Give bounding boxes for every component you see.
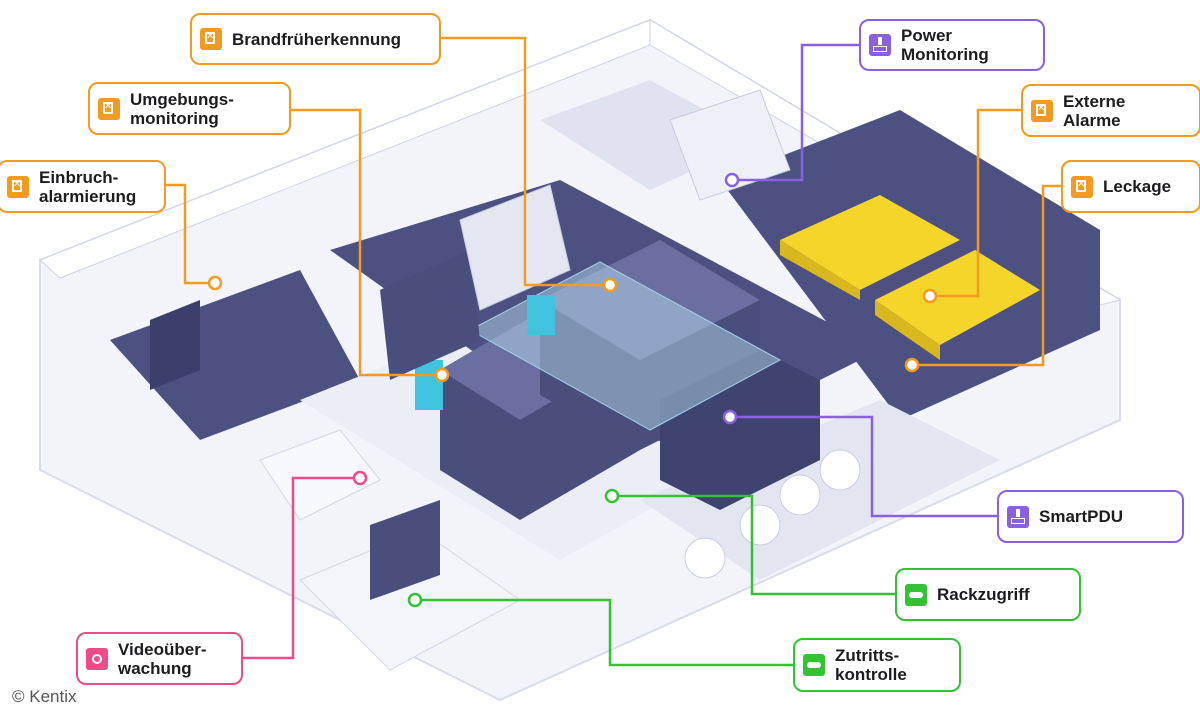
connector-zutritt bbox=[415, 598, 794, 667]
connector-leckage bbox=[912, 184, 1062, 367]
sensor-icon bbox=[1071, 175, 1093, 198]
sensor-dots bbox=[207, 172, 938, 608]
connector-einbruch bbox=[165, 183, 215, 285]
pdu-icon bbox=[869, 34, 891, 56]
cooling-yard bbox=[640, 400, 1000, 580]
sensor-dot-video bbox=[352, 470, 368, 486]
generator-2 bbox=[875, 250, 1040, 360]
connector-rack bbox=[612, 494, 896, 596]
cyan-cabinet bbox=[527, 295, 555, 335]
sensor-dot-leckage bbox=[904, 357, 920, 373]
callout-brandfrueherkennung: Brandfrüherkennung bbox=[190, 13, 441, 65]
cooling-unit bbox=[819, 449, 861, 491]
callout-smartpdu: SmartPDU bbox=[997, 490, 1184, 543]
utility-cabinets bbox=[459, 184, 571, 311]
cyan-cabinet bbox=[415, 360, 443, 410]
callout-externe-alarme: Externe Alarme bbox=[1021, 84, 1200, 137]
sensor-dot-einbruch bbox=[207, 275, 223, 291]
callout-label: SmartPDU bbox=[1039, 507, 1124, 526]
sensor-icon bbox=[7, 175, 29, 198]
callout-umgebungsmonitoring: Umgebungs- monitoring bbox=[88, 82, 291, 135]
copyright-credit: © Kentix bbox=[12, 687, 77, 706]
pdu-icon bbox=[1007, 505, 1029, 528]
sensor-dot-externe bbox=[922, 288, 938, 304]
connector-smartpdu bbox=[730, 415, 998, 518]
sensor-icon bbox=[98, 97, 120, 120]
sensor-dot-umgebung bbox=[434, 367, 450, 383]
sensor-dot-rack bbox=[604, 488, 620, 504]
callout-videoueberwachung: Videoüber- wachung bbox=[76, 632, 243, 685]
cooling-unit bbox=[739, 504, 781, 546]
cooling-unit bbox=[684, 537, 726, 579]
callout-label: Zutritts- kontrolle bbox=[835, 646, 907, 684]
keycard-icon bbox=[803, 654, 825, 676]
callout-label: Videoüber- wachung bbox=[118, 639, 207, 678]
rack-row-3 bbox=[660, 350, 820, 510]
entry-floor bbox=[110, 270, 360, 440]
restroom bbox=[259, 429, 381, 521]
camera-icon bbox=[86, 647, 108, 670]
callout-label: Rackzugriff bbox=[937, 585, 1030, 604]
callout-label: Externe Alarme bbox=[1063, 91, 1126, 130]
connector-externe bbox=[930, 108, 1022, 298]
rack-row-left bbox=[380, 250, 480, 380]
sensor-dot-smartpdu bbox=[722, 409, 738, 425]
sensor-dot-power bbox=[724, 172, 740, 188]
connector-power bbox=[732, 43, 860, 182]
keycard-icon bbox=[905, 583, 927, 606]
callout-label: Brandfrüherkennung bbox=[232, 29, 402, 49]
sensor-dot-brand bbox=[602, 277, 618, 293]
connector-video bbox=[242, 476, 360, 660]
sensor-icon bbox=[200, 28, 222, 50]
callout-einbruchalarmierung: Einbruch- alarmierung bbox=[0, 160, 166, 213]
callout-power-monitoring: Power Monitoring bbox=[859, 19, 1045, 71]
callout-label: Umgebungs- monitoring bbox=[130, 89, 234, 128]
generator-1 bbox=[780, 195, 960, 300]
connector-umgebung bbox=[290, 108, 442, 377]
callout-label: Einbruch- alarmierung bbox=[39, 167, 137, 206]
callout-label: Power Monitoring bbox=[901, 26, 989, 64]
connector-brand bbox=[440, 36, 610, 287]
callout-rackzugriff: Rackzugriff bbox=[895, 568, 1081, 621]
connector-lines bbox=[165, 36, 1062, 667]
callout-zutrittskontrolle: Zutritts- kontrolle bbox=[793, 638, 961, 692]
sensor-icon bbox=[1031, 99, 1053, 122]
rolling-door bbox=[370, 500, 440, 600]
sensor-dot-zutritt bbox=[407, 592, 423, 608]
callout-label: Leckage bbox=[1103, 177, 1172, 196]
vending-area bbox=[150, 300, 200, 390]
callout-leckage: Leckage bbox=[1061, 160, 1200, 213]
office-cabinets bbox=[669, 89, 791, 201]
cooling-unit bbox=[779, 474, 821, 516]
